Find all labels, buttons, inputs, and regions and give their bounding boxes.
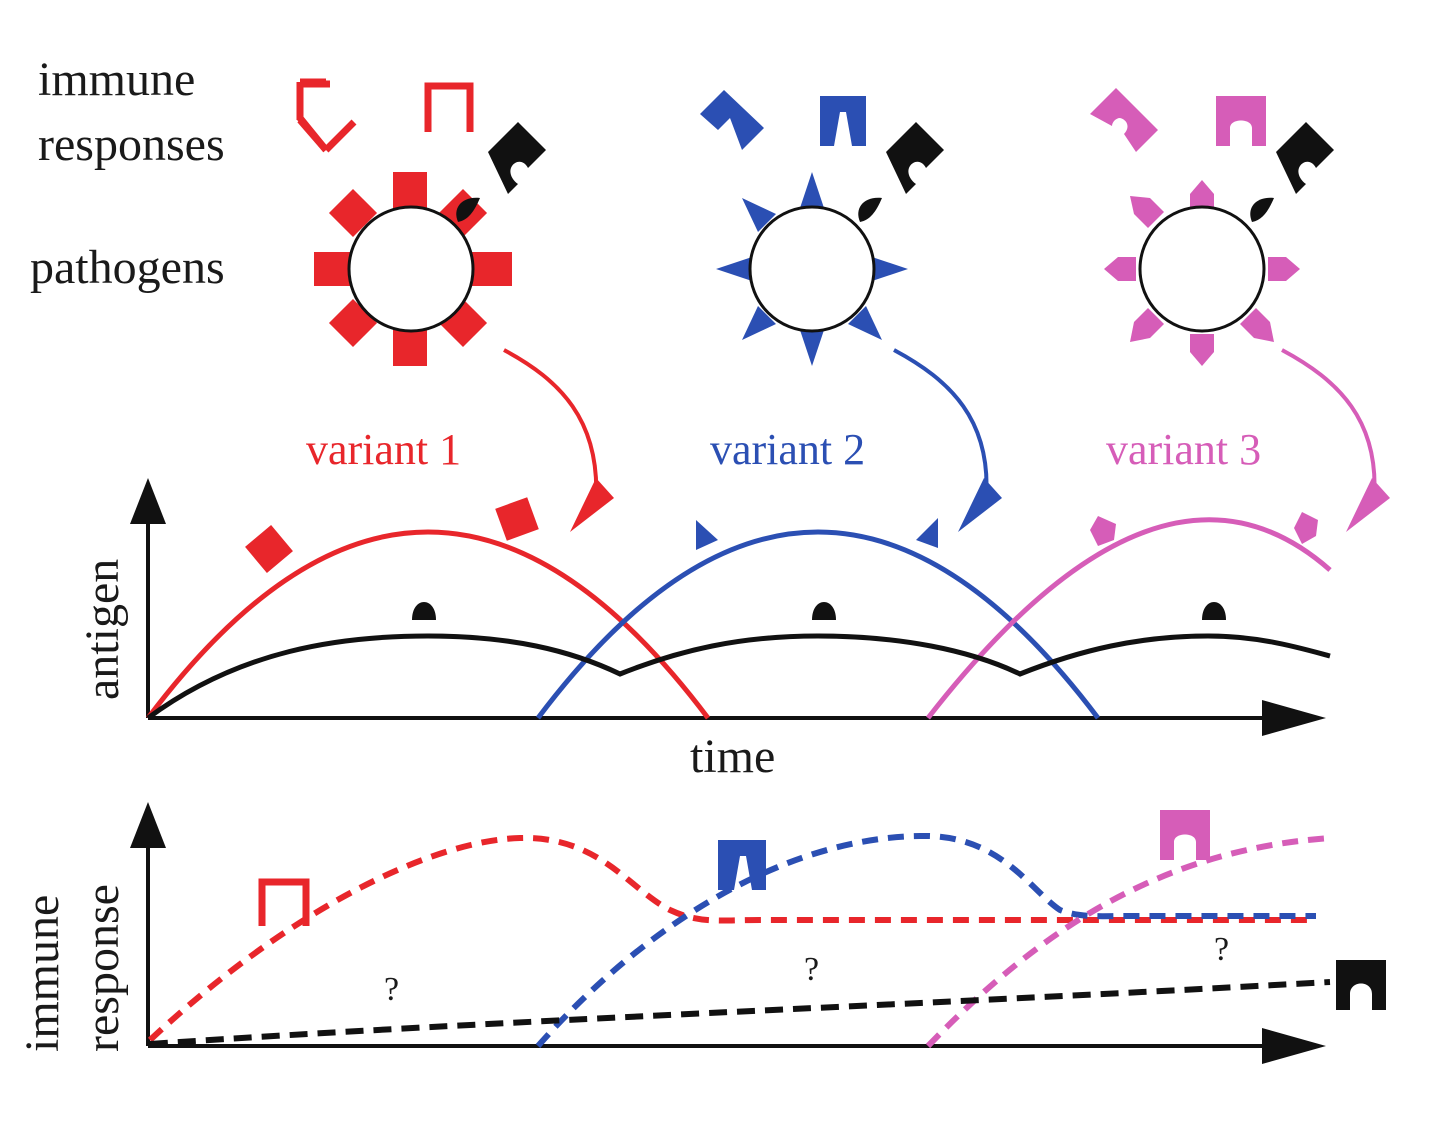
variant1-epitope-marker: [495, 497, 539, 541]
variant3-antibody-upright-icon: [1216, 96, 1266, 146]
variant1-antibody-upright-icon: [424, 82, 474, 132]
variant3-antibody-tilted-icon: [1090, 88, 1158, 152]
variant2-response-curve: [535, 832, 1316, 1048]
conserved-antibody-icon-1: [488, 122, 546, 194]
immune-responses-label-line1: immune: [38, 53, 195, 106]
variant3-immune-response-icons: [1090, 88, 1266, 152]
variant3-label: variant 3: [1106, 425, 1261, 474]
variant1-arrowhead: [570, 478, 614, 532]
variant2-antibody-tilted-icon: [700, 90, 764, 150]
variant3-antigen-curve: [926, 517, 1332, 720]
conserved-antibody-icon-2: [886, 122, 944, 194]
variant3-epitope-marker: [1294, 512, 1318, 544]
pathogen-body: [748, 205, 876, 333]
variant2-antibody-icon: [718, 840, 766, 890]
variant2-antibody-upright-icon: [820, 96, 866, 146]
variant2-epitope-marker: [696, 520, 718, 550]
variant2-arrowhead: [958, 478, 1002, 532]
conserved-epitope-marker: [1202, 602, 1226, 620]
response-x-arrowhead: [1262, 1028, 1326, 1064]
pathogens-label: pathogens: [30, 241, 225, 294]
variant3-epitope-marker: [1090, 516, 1116, 546]
variant1-antibody-open-icon: [296, 80, 357, 153]
variant1-immune-response-icons: [296, 78, 474, 153]
variant1-antibody-icon: [258, 878, 310, 926]
conserved-epitope-marker: [812, 602, 836, 620]
conserved-antibody-icon: [1336, 960, 1386, 1010]
variant3-arrowhead: [1346, 478, 1390, 532]
conserved-epitope-icon: [1250, 197, 1274, 222]
unknown-marker-3: ?: [1214, 931, 1229, 968]
variant2-immune-response-icons: [700, 90, 866, 150]
unknown-marker-2: ?: [804, 951, 819, 988]
antigen-y-arrowhead: [130, 478, 166, 524]
pathogen-body: [347, 205, 475, 333]
variant3-antibody-icon: [1160, 810, 1210, 860]
antigen-x-arrowhead: [1262, 700, 1326, 736]
unknown-marker-1: ?: [384, 971, 399, 1008]
conserved-antibody-icon-3: [1276, 122, 1334, 194]
antigen-panel: antigen time: [76, 478, 1332, 783]
variant2-arrow: [893, 348, 989, 501]
pathogen-variant2: [716, 172, 908, 366]
pathogen-variant3: [1104, 180, 1300, 366]
variant1-epitope-marker: [245, 525, 293, 573]
variant2-antigen-curve: [536, 529, 1100, 720]
conserved-epitope-icon: [456, 197, 480, 222]
conserved-response-curve: [149, 979, 1331, 1047]
time-axis-label: time: [690, 730, 775, 783]
variant2-label: variant 2: [710, 425, 865, 474]
pathogen-body: [1138, 205, 1266, 333]
variant1-antigen-curve: [146, 529, 710, 720]
variant2-epitope-marker: [916, 518, 938, 548]
immune-response-panel: ? ? ? immune response: [16, 802, 1386, 1064]
response-y-arrowhead: [130, 802, 166, 848]
immune-response-axis-label-line1: immune: [16, 895, 69, 1052]
immune-response-axis-label-line2: response: [76, 884, 129, 1052]
variant1-label: variant 1: [306, 425, 461, 474]
immune-responses-label-line2: responses: [38, 118, 225, 171]
variant1-response-curve: [147, 834, 1316, 1043]
antigen-axis-label: antigen: [76, 559, 129, 700]
conserved-epitope-icon: [858, 197, 882, 222]
variant3-arrow: [1281, 348, 1377, 501]
variant1-arrow: [503, 348, 599, 501]
variant3-response-curve: [925, 835, 1331, 1049]
pathogen-variant1: [314, 172, 512, 366]
conserved-antigen-curve: [146, 633, 1331, 721]
conserved-epitope-marker: [412, 602, 436, 620]
